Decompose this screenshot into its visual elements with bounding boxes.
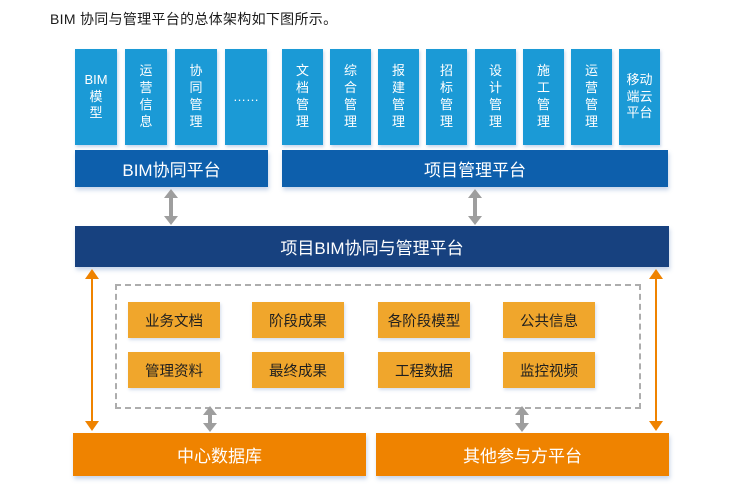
databox-project-data: 工程数据 bbox=[378, 352, 470, 388]
connector-zone-database-arrow bbox=[203, 406, 217, 432]
databox-public-info: 公共信息 bbox=[503, 302, 595, 338]
arrow-up-icon bbox=[515, 406, 529, 415]
module-collab-mgmt: 协 同 管 理 bbox=[175, 49, 217, 145]
other-party-platform-bar: 其他参与方平台 bbox=[376, 433, 669, 476]
project-platform-bar: 项目管理平台 bbox=[282, 150, 668, 187]
connector-core-otherparty-arrow bbox=[649, 269, 663, 431]
connector-zone-otherparty-arrow bbox=[515, 406, 529, 432]
connector-bim-core-arrow bbox=[164, 189, 178, 225]
bim-platform-bar: BIM协同平台 bbox=[75, 150, 268, 187]
arrow-down-icon bbox=[203, 423, 217, 432]
module-mobile-cloud: 移动 端云 平台 bbox=[619, 49, 660, 145]
databox-business-docs: 业务文档 bbox=[128, 302, 220, 338]
module-doc-mgmt: 文 档 管 理 bbox=[282, 49, 323, 145]
databox-final-results: 最终成果 bbox=[252, 352, 344, 388]
central-database-bar: 中心数据库 bbox=[73, 433, 366, 476]
arrow-down-icon bbox=[468, 216, 482, 225]
module-permit-mgmt: 报 建 管 理 bbox=[378, 49, 419, 145]
module-operation-info: 运 营 信 息 bbox=[125, 49, 167, 145]
module-bidding-mgmt: 招 标 管 理 bbox=[426, 49, 467, 145]
module-construction-mgmt: 施 工 管 理 bbox=[523, 49, 564, 145]
databox-stage-results: 阶段成果 bbox=[252, 302, 344, 338]
core-platform-bar: 项目BIM协同与管理平台 bbox=[75, 226, 669, 267]
caption: BIM 协同与管理平台的总体架构如下图所示。 bbox=[50, 11, 338, 27]
connector-core-database-arrow bbox=[85, 269, 99, 431]
arrow-up-icon bbox=[649, 269, 663, 279]
arrow-down-icon bbox=[85, 421, 99, 431]
data-zone-boundary bbox=[115, 284, 641, 409]
module-design-mgmt: 设 计 管 理 bbox=[475, 49, 516, 145]
connector-project-core-arrow bbox=[468, 189, 482, 225]
arrow-up-icon bbox=[85, 269, 99, 279]
arrow-down-icon bbox=[164, 216, 178, 225]
databox-mgmt-materials: 管理资料 bbox=[128, 352, 220, 388]
arrow-down-icon bbox=[515, 423, 529, 432]
arrow-up-icon bbox=[203, 406, 217, 415]
arrow-up-icon bbox=[164, 189, 178, 198]
module-general-mgmt: 综 合 管 理 bbox=[330, 49, 371, 145]
module-ellipsis: …… bbox=[225, 49, 267, 145]
arrow-up-icon bbox=[468, 189, 482, 198]
arrow-down-icon bbox=[649, 421, 663, 431]
databox-monitor-video: 监控视频 bbox=[503, 352, 595, 388]
module-bim-model: BIM 模 型 bbox=[75, 49, 117, 145]
module-operation-mgmt: 运 营 管 理 bbox=[571, 49, 612, 145]
databox-stage-models: 各阶段模型 bbox=[378, 302, 470, 338]
